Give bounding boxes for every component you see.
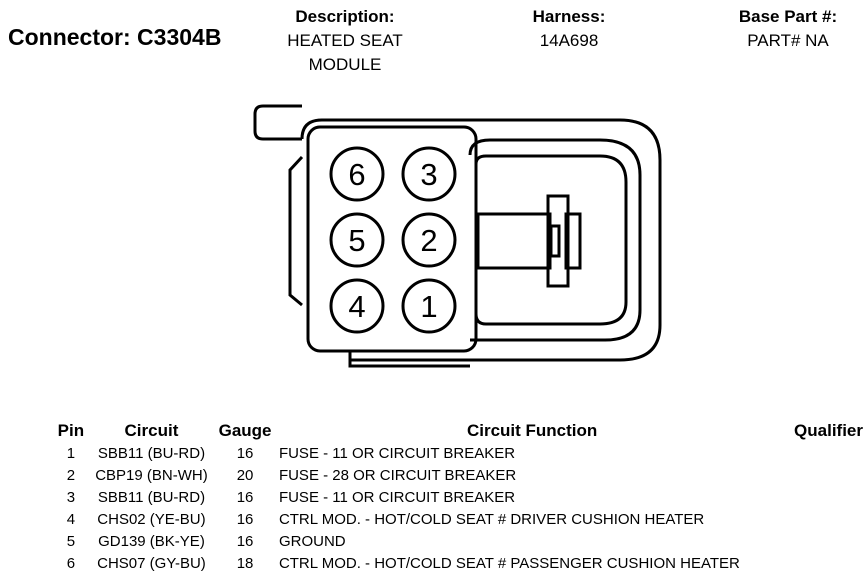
harness-label: Harness:	[532, 7, 606, 26]
base-part-value: PART# NA	[747, 31, 829, 50]
qualifier	[785, 442, 863, 464]
pin-cavity-2	[401, 212, 457, 268]
connector-diagram: 6 3 5 2 4 1	[253, 104, 662, 368]
circuit-id: GD139 (BK-YE)	[98, 532, 205, 550]
pin-cavity-housing	[306, 125, 478, 353]
pin-number: 6	[66, 554, 76, 572]
circuit-function: CTRL MOD. - HOT/COLD SEAT # DRIVER CUSHI…	[278, 510, 705, 528]
circuit-function: GROUND	[278, 532, 346, 550]
pin-number: 5	[66, 532, 76, 550]
col-header-qualifier: Qualifier	[794, 421, 863, 440]
base-part-label: Base Part #:	[738, 7, 838, 26]
pin-label-1: 1	[420, 289, 437, 324]
latch-nub	[549, 224, 561, 258]
circuit-function: FUSE - 28 OR CIRCUIT BREAKER	[278, 466, 517, 484]
description-value-line1: HEATED SEAT	[287, 31, 403, 50]
latch-plate-inner	[564, 212, 582, 270]
pin-circles: 6 3 5 2 4 1	[329, 146, 457, 334]
pin-label-2: 2	[420, 223, 437, 258]
table-row: 5 GD139 (BK-YE) 16 GROUND	[54, 530, 863, 552]
connector-top-tab	[253, 104, 302, 141]
pin-label-4: 4	[348, 289, 365, 324]
connector-bottom-rail	[348, 352, 470, 368]
pin-cavity-5	[329, 212, 385, 268]
connector-inner-loop	[474, 154, 628, 326]
pin-number: 2	[66, 466, 76, 484]
wire-gauge: 16	[236, 488, 254, 506]
description-block: Description: HEATED SEAT MODULE	[258, 7, 432, 75]
latch-plate	[546, 194, 570, 288]
connector-outer-body	[300, 118, 662, 362]
wire-gauge: 16	[236, 444, 254, 462]
table-row: 2 CBP19 (BN-WH) 20 FUSE - 28 OR CIRCUIT …	[54, 464, 863, 486]
pinout-table: Pin Circuit Gauge Circuit Function Quali…	[54, 420, 863, 574]
wire-gauge: 18	[236, 554, 254, 572]
pin-cavity-6	[329, 146, 385, 202]
circuit-id: CBP19 (BN-WH)	[95, 466, 208, 484]
table-row: 6 CHS07 (GY-BU) 18 CTRL MOD. - HOT/COLD …	[54, 552, 863, 574]
pin-label-6: 6	[348, 157, 365, 192]
pin-cavity-1	[401, 278, 457, 334]
qualifier	[785, 530, 863, 552]
pin-number: 3	[66, 488, 76, 506]
circuit-id: SBB11 (BU-RD)	[97, 488, 206, 506]
circuit-function: CTRL MOD. - HOT/COLD SEAT # PASSENGER CU…	[278, 554, 740, 572]
pin-label-5: 5	[348, 223, 365, 258]
col-header-pin: Pin	[57, 421, 85, 440]
table-row: 1 SBB11 (BU-RD) 16 FUSE - 11 OR CIRCUIT …	[54, 442, 863, 464]
connector-inner-frame	[468, 138, 642, 342]
circuit-id: CHS02 (YE-BU)	[97, 510, 206, 528]
col-header-circuit: Circuit	[124, 421, 179, 440]
table-row: 4 CHS02 (YE-BU) 16 CTRL MOD. - HOT/COLD …	[54, 508, 863, 530]
qualifier	[785, 552, 863, 574]
col-header-gauge: Gauge	[218, 421, 272, 440]
circuit-id: CHS07 (GY-BU)	[97, 554, 206, 572]
circuit-function: FUSE - 11 OR CIRCUIT BREAKER	[278, 444, 516, 462]
latch-body	[476, 212, 552, 270]
table-row: 3 SBB11 (BU-RD) 16 FUSE - 11 OR CIRCUIT …	[54, 486, 863, 508]
wire-gauge: 16	[236, 532, 254, 550]
qualifier	[785, 464, 863, 486]
circuit-function: FUSE - 11 OR CIRCUIT BREAKER	[278, 488, 516, 506]
pin-cavity-4	[329, 278, 385, 334]
base-part-block: Base Part #: PART# NA	[720, 7, 856, 51]
pin-label-3: 3	[420, 157, 437, 192]
description-label: Description:	[295, 7, 395, 26]
qualifier	[785, 486, 863, 508]
pin-cavity-3	[401, 146, 457, 202]
qualifier	[785, 508, 863, 530]
col-header-function: Circuit Function	[466, 421, 598, 440]
description-value-line2: MODULE	[308, 55, 382, 74]
pinout-header-row: Pin Circuit Gauge Circuit Function Quali…	[54, 420, 863, 442]
pin-number: 4	[66, 510, 76, 528]
circuit-id: SBB11 (BU-RD)	[97, 444, 206, 462]
connector-left-ridge	[288, 155, 304, 307]
harness-value: 14A698	[539, 31, 599, 50]
harness-block: Harness: 14A698	[500, 7, 638, 51]
connector-title: Connector: C3304B	[8, 24, 222, 50]
wire-gauge: 16	[236, 510, 254, 528]
wire-gauge: 20	[236, 466, 254, 484]
pin-number: 1	[66, 444, 76, 462]
